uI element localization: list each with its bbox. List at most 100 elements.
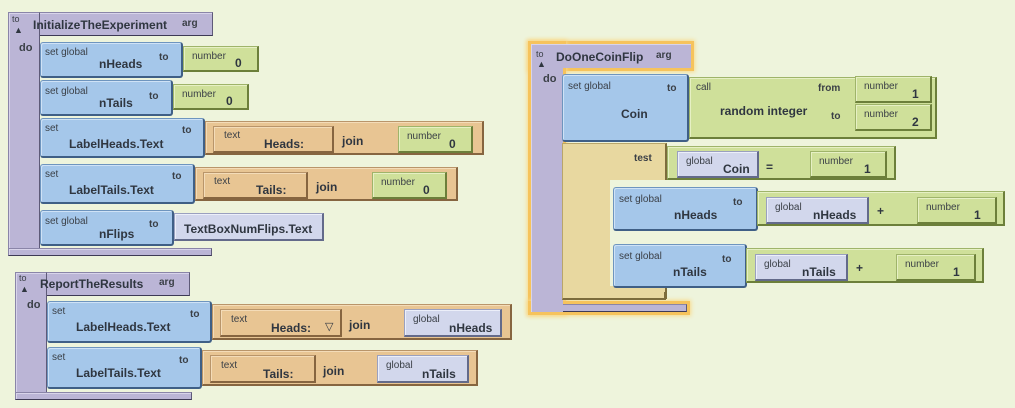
number-block[interactable]: number 0 bbox=[183, 46, 259, 72]
join-label: join bbox=[349, 318, 371, 332]
variable-name[interactable]: nFlips bbox=[99, 227, 135, 241]
number-block[interactable]: number 0 bbox=[398, 126, 473, 153]
procedure-name[interactable]: InitializeTheExperiment bbox=[33, 18, 168, 32]
dropdown-triangle-icon[interactable]: ▽ bbox=[325, 321, 334, 333]
to-label: to bbox=[149, 91, 159, 102]
from-label: from bbox=[818, 83, 841, 94]
variable-name[interactable]: nHeads bbox=[813, 208, 857, 222]
set-label: set bbox=[45, 123, 59, 134]
number-label: number bbox=[819, 156, 853, 167]
component-property[interactable]: TextBoxNumFlips.Text bbox=[184, 222, 313, 236]
number-block[interactable]: number 0 bbox=[372, 172, 447, 199]
collapse-triangle-icon[interactable]: ▲ bbox=[14, 25, 23, 35]
global-getter-block[interactable]: global Coin bbox=[677, 151, 759, 178]
to-label: to bbox=[733, 197, 743, 208]
set-global-ntails-block[interactable]: set global nTails to bbox=[40, 80, 173, 116]
global-label: global bbox=[386, 360, 413, 371]
equals-operator: = bbox=[766, 160, 774, 174]
set-label: set bbox=[45, 169, 59, 180]
set-global-label: set global bbox=[619, 251, 662, 262]
plus-operator: + bbox=[856, 261, 864, 275]
ifelse-footer bbox=[562, 292, 666, 300]
join-label: join bbox=[342, 134, 364, 148]
set-label: set bbox=[52, 306, 66, 317]
plus-operator: + bbox=[877, 204, 885, 218]
text-block[interactable]: text Heads: bbox=[213, 126, 334, 153]
variable-name[interactable]: nTails bbox=[99, 96, 133, 110]
text-value[interactable]: Heads: bbox=[264, 137, 305, 151]
number-value[interactable]: 0 bbox=[423, 183, 430, 197]
text-value[interactable]: Heads: bbox=[271, 321, 312, 335]
procedure-name[interactable]: DoOneCoinFlip bbox=[556, 50, 644, 64]
text-label: text bbox=[214, 176, 231, 187]
set-global-ntails-block[interactable]: set global nTails to bbox=[613, 244, 747, 288]
variable-name[interactable]: nTails bbox=[422, 367, 456, 381]
procedure-spine bbox=[8, 12, 40, 256]
function-name: random integer bbox=[720, 104, 808, 118]
number-value[interactable]: 0 bbox=[226, 94, 233, 108]
to-label: to bbox=[179, 355, 189, 366]
number-block-to[interactable]: number 2 bbox=[855, 104, 932, 131]
variable-name[interactable]: nHeads bbox=[99, 57, 143, 71]
variable-name[interactable]: nHeads bbox=[674, 208, 718, 222]
procedure-header[interactable] bbox=[8, 12, 213, 36]
number-block-from[interactable]: number 1 bbox=[855, 76, 932, 103]
text-block[interactable]: text Tails: bbox=[210, 355, 316, 383]
set-label: set bbox=[52, 352, 66, 363]
procedure-name[interactable]: ReportTheResults bbox=[40, 277, 144, 291]
text-value[interactable]: Tails: bbox=[256, 183, 287, 197]
procedure-spine bbox=[15, 272, 47, 400]
global-label: global bbox=[413, 314, 440, 325]
procedure-footer bbox=[8, 248, 212, 256]
number-value[interactable]: 1 bbox=[974, 208, 981, 222]
number-value[interactable]: 1 bbox=[864, 162, 871, 176]
text-block[interactable]: text Heads: ▽ bbox=[220, 309, 342, 337]
set-labelheads-text-block[interactable]: set LabelHeads.Text to bbox=[47, 301, 212, 343]
collapse-triangle-icon[interactable]: ▲ bbox=[20, 284, 29, 294]
variable-name[interactable]: nTails bbox=[673, 265, 707, 279]
call-label: call bbox=[696, 82, 712, 93]
collapse-triangle-icon[interactable]: ▲ bbox=[537, 59, 546, 69]
set-global-label: set global bbox=[45, 47, 88, 58]
set-global-coin-block[interactable]: set global Coin to bbox=[562, 74, 689, 142]
component-property[interactable]: LabelHeads.Text bbox=[69, 137, 164, 151]
component-property[interactable]: LabelTails.Text bbox=[69, 183, 154, 197]
number-block[interactable]: number 1 bbox=[896, 254, 976, 281]
variable-name[interactable]: nTails bbox=[802, 265, 836, 279]
component-property[interactable]: LabelTails.Text bbox=[76, 366, 161, 380]
global-getter-block[interactable]: global nTails bbox=[755, 254, 848, 281]
number-block[interactable]: number 1 bbox=[917, 197, 997, 224]
variable-name[interactable]: nHeads bbox=[449, 321, 493, 335]
set-labelheads-text-block[interactable]: set LabelHeads.Text to bbox=[40, 118, 205, 158]
variable-name[interactable]: Coin bbox=[723, 162, 750, 176]
set-global-nheads-block[interactable]: set global nHeads to bbox=[40, 42, 183, 78]
to-label: to bbox=[19, 273, 27, 283]
join-label: join bbox=[316, 180, 338, 194]
procedure-footer bbox=[15, 392, 192, 400]
set-global-nflips-block[interactable]: set global nFlips to bbox=[40, 210, 174, 246]
variable-name[interactable]: Coin bbox=[621, 107, 648, 121]
number-block[interactable]: number 1 bbox=[810, 151, 887, 178]
set-global-nheads-block[interactable]: set global nHeads to bbox=[613, 187, 758, 231]
global-getter-block[interactable]: global nHeads bbox=[404, 309, 502, 337]
arg-label: arg bbox=[159, 277, 175, 288]
global-getter-block[interactable]: global nHeads bbox=[766, 197, 869, 224]
set-labeltails-text-block[interactable]: set LabelTails.Text to bbox=[40, 164, 195, 204]
set-labeltails-text-block[interactable]: set LabelTails.Text to bbox=[47, 347, 202, 389]
text-block[interactable]: text Tails: bbox=[203, 172, 308, 199]
to-label: to bbox=[172, 171, 182, 182]
global-getter-block[interactable]: global nTails bbox=[377, 355, 469, 383]
number-value[interactable]: 2 bbox=[912, 115, 919, 129]
number-label: number bbox=[192, 51, 226, 62]
text-value[interactable]: Tails: bbox=[263, 367, 294, 381]
number-block[interactable]: number 0 bbox=[173, 84, 249, 110]
to-label: to bbox=[190, 309, 200, 320]
number-value[interactable]: 0 bbox=[235, 56, 242, 70]
component-getter-block[interactable]: TextBoxNumFlips.Text bbox=[174, 213, 324, 241]
global-label: global bbox=[775, 202, 802, 213]
component-property[interactable]: LabelHeads.Text bbox=[76, 320, 171, 334]
join-label: join bbox=[323, 364, 345, 378]
number-value[interactable]: 1 bbox=[953, 265, 960, 279]
number-value[interactable]: 0 bbox=[449, 137, 456, 151]
number-value[interactable]: 1 bbox=[912, 87, 919, 101]
